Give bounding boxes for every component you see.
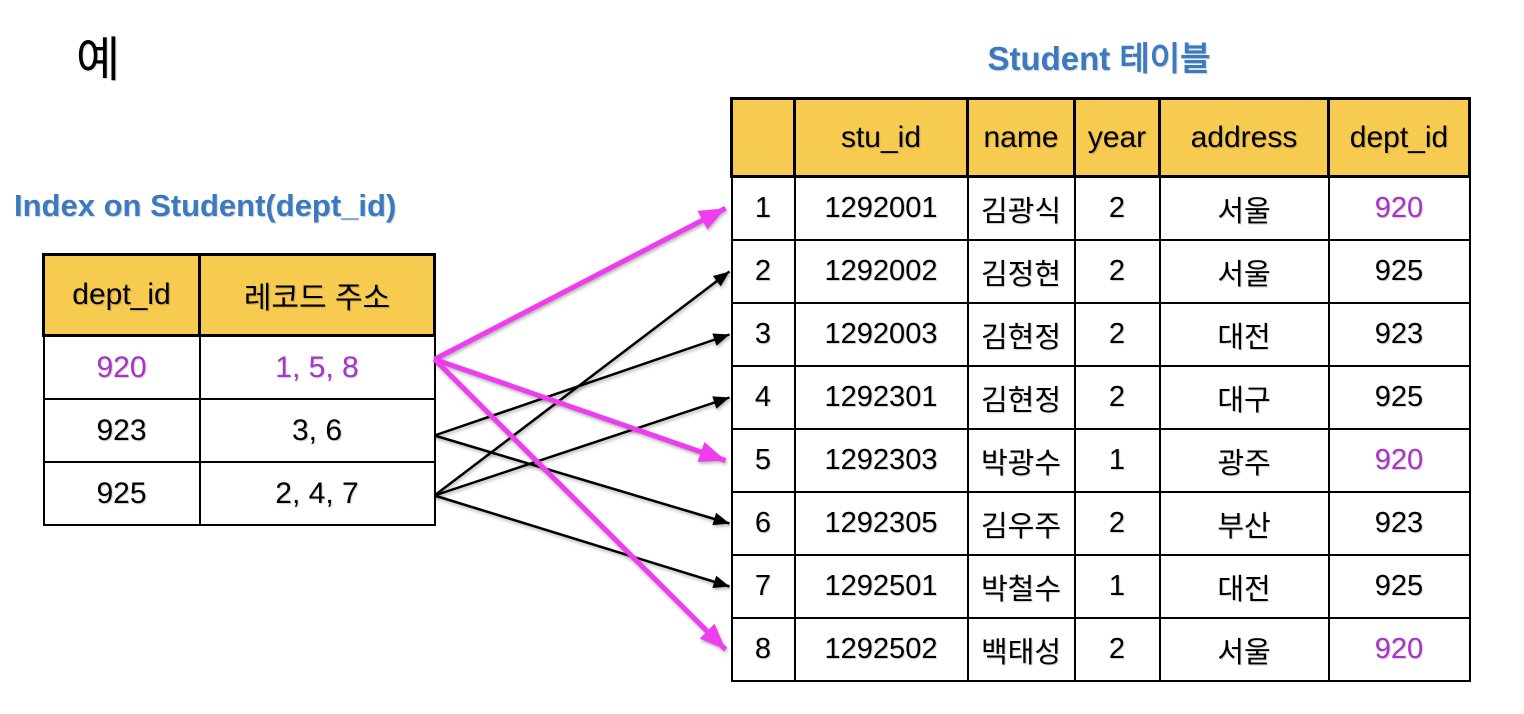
table-cell: 925 <box>1327 365 1471 430</box>
table-cell: 6 <box>730 491 796 556</box>
table-cell: 2 <box>730 239 796 304</box>
column-header: dept_id <box>1327 97 1471 178</box>
table-cell: 1 <box>730 175 796 241</box>
table-cell: 925 <box>42 461 201 526</box>
table-cell: 923 <box>1327 491 1471 556</box>
table-cell: 2 <box>1073 302 1161 367</box>
table-cell: 1292003 <box>793 302 969 367</box>
table-cell: 김광식 <box>966 175 1076 241</box>
table-cell: 920 <box>1327 428 1471 493</box>
table-cell: 1292303 <box>793 428 969 493</box>
table-cell: 김현정 <box>966 302 1076 367</box>
table-cell: 7 <box>730 554 796 619</box>
column-header: address <box>1158 97 1330 178</box>
table-cell: 김정현 <box>966 239 1076 304</box>
table-cell: 5 <box>730 428 796 493</box>
table-cell: 925 <box>1327 554 1471 619</box>
table-cell: 1 <box>1073 428 1161 493</box>
connection-arrow <box>433 270 731 497</box>
table-cell: 대구 <box>1158 365 1330 430</box>
connection-arrow <box>433 356 727 463</box>
index-table-caption: Index on Student(dept_id) <box>14 188 397 223</box>
connection-arrow <box>434 434 730 526</box>
connection-arrow <box>433 206 727 362</box>
table-cell: 3 <box>730 302 796 367</box>
column-header <box>730 97 796 178</box>
table-cell: 3, 6 <box>198 398 436 463</box>
table-cell: 서울 <box>1158 239 1330 304</box>
table-cell: 1292301 <box>793 365 969 430</box>
connection-arrow <box>434 333 730 437</box>
table-cell: 923 <box>1327 302 1471 367</box>
table-cell: 925 <box>1327 239 1471 304</box>
table-cell: 2 <box>1073 617 1161 682</box>
table-cell: 1292001 <box>793 175 969 241</box>
table-cell: 서울 <box>1158 175 1330 241</box>
table-cell: 2 <box>1073 491 1161 556</box>
table-cell: 김우주 <box>966 491 1076 556</box>
table-cell: 920 <box>1327 175 1471 241</box>
table-cell: 광주 <box>1158 428 1330 493</box>
table-cell: 2 <box>1073 365 1161 430</box>
column-header: 레코드 주소 <box>198 253 436 337</box>
table-cell: 백태성 <box>966 617 1076 682</box>
table-cell: 1292501 <box>793 554 969 619</box>
table-cell: 2, 4, 7 <box>198 461 436 526</box>
table-cell: 박철수 <box>966 554 1076 619</box>
table-cell: 920 <box>1327 617 1471 682</box>
table-cell: 2 <box>1073 175 1161 241</box>
student-table-caption: Student 테이블 <box>987 40 1211 77</box>
table-cell: 1292502 <box>793 617 969 682</box>
table-cell: 920 <box>42 334 201 400</box>
column-header: dept_id <box>42 253 201 337</box>
column-header: year <box>1073 97 1161 178</box>
table-cell: 대전 <box>1158 554 1330 619</box>
column-header: name <box>966 97 1076 178</box>
table-cell: 923 <box>42 398 201 463</box>
column-header: stu_id <box>793 97 969 178</box>
table-cell: 대전 <box>1158 302 1330 367</box>
table-cell: 1 <box>1073 554 1161 619</box>
table-cell: 8 <box>730 617 796 682</box>
table-cell: 2 <box>1073 239 1161 304</box>
table-cell: 서울 <box>1158 617 1330 682</box>
table-cell: 박광수 <box>966 428 1076 493</box>
table-cell: 1292305 <box>793 491 969 556</box>
slide-title: 예 <box>76 34 121 87</box>
table-cell: 4 <box>730 365 796 430</box>
table-cell: 부산 <box>1158 491 1330 556</box>
connection-arrow <box>434 494 730 588</box>
connection-arrow <box>434 396 730 497</box>
table-cell: 김현정 <box>966 365 1076 430</box>
table-cell: 1292002 <box>793 239 969 304</box>
connection-arrow <box>432 357 728 652</box>
table-cell: 1, 5, 8 <box>198 334 436 400</box>
